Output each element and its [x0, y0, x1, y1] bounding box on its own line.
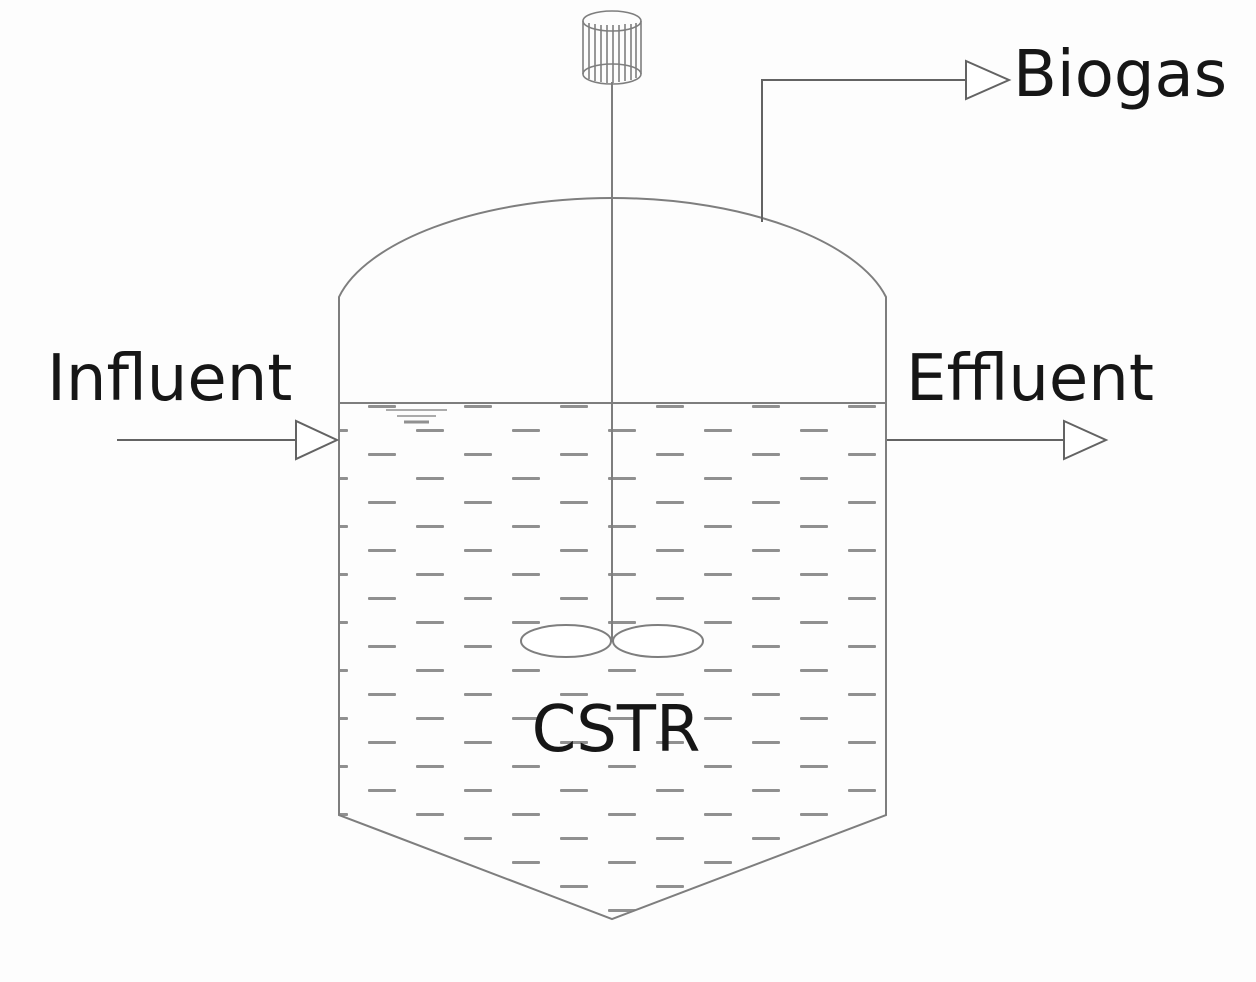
biogas-label: Biogas: [1013, 38, 1227, 112]
influent-arrowhead-icon: [295, 419, 340, 461]
effluent-arrowhead-icon: [1063, 419, 1109, 461]
motor-icon: [582, 10, 642, 85]
biogas-arrowhead-icon: [965, 59, 1012, 101]
effluent-label: Effluent: [906, 342, 1154, 416]
effluent-arrow: [887, 419, 1109, 461]
impeller-icon: [520, 624, 704, 658]
liquid-level-icon: [386, 409, 447, 424]
biogas-arrow: [761, 59, 1012, 222]
reactor-label: CSTR: [532, 693, 701, 767]
liquid-contents: [339, 404, 886, 918]
influent-label: Influent: [47, 342, 292, 416]
tank-body: [338, 196, 887, 921]
influent-arrow: [117, 419, 340, 461]
